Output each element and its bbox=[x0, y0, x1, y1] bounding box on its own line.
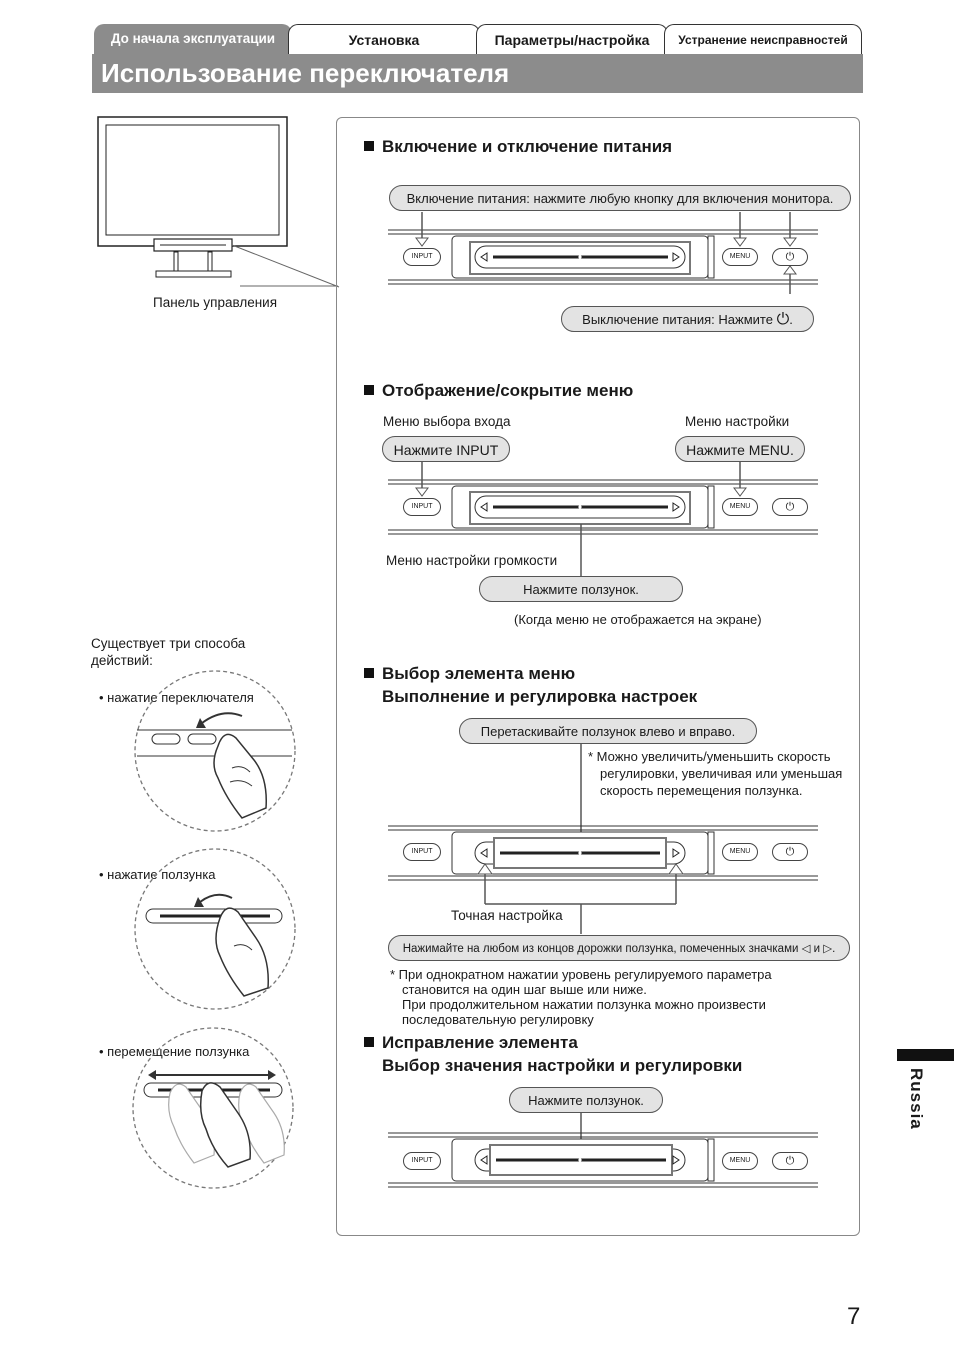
tab-installation[interactable]: Установка bbox=[288, 24, 480, 55]
input-button[interactable]: INPUT bbox=[403, 843, 441, 861]
section-power-title: Включение и отключение питания bbox=[364, 136, 672, 158]
tab-troubleshooting[interactable]: Устранение неисправностей bbox=[664, 24, 862, 55]
menu-button[interactable]: MENU bbox=[722, 843, 758, 861]
language-tab-label: Russia bbox=[907, 1068, 926, 1130]
page-title: Использование переключателя bbox=[101, 58, 510, 88]
input-menu-label: Меню выбора входа bbox=[383, 414, 511, 429]
section-select-subtitle: Выполнение и регулировка настроек bbox=[382, 687, 698, 706]
power-icon: ⏻ bbox=[785, 1155, 795, 1167]
menu-button[interactable]: MENU bbox=[722, 248, 758, 266]
power-icon: ⏻ bbox=[785, 501, 795, 513]
control-strip-2 bbox=[388, 462, 818, 577]
press-menu-pill: Нажмите MENU. bbox=[675, 436, 805, 462]
power-button[interactable]: ⏻ bbox=[772, 1152, 808, 1170]
control-strip-1 bbox=[388, 212, 818, 294]
control-strip-3 bbox=[388, 744, 818, 934]
setup-menu-label: Меню настройки bbox=[685, 414, 790, 429]
power-button[interactable]: ⏻ bbox=[772, 248, 808, 266]
tab-before-use[interactable]: До начала эксплуатации bbox=[94, 24, 292, 54]
monitor-illustration bbox=[97, 116, 340, 288]
menu-button[interactable]: MENU bbox=[722, 498, 758, 516]
gesture-press-slider bbox=[134, 848, 296, 1010]
page-title-bar: Использование переключателя bbox=[92, 54, 863, 93]
bullet-square-icon bbox=[364, 141, 374, 151]
section-select-title: Выбор элемента меню bbox=[364, 663, 575, 685]
press-slider-pill: Нажмите ползунок. bbox=[479, 576, 683, 602]
control-panel-caption: Панель управления bbox=[153, 295, 278, 310]
power-on-pill: Включение питания: нажмите любую кнопку … bbox=[389, 185, 851, 211]
gesture-move-slider bbox=[132, 1027, 294, 1189]
instructions-frame bbox=[336, 117, 860, 1236]
input-button[interactable]: INPUT bbox=[403, 498, 441, 516]
bullet-square-icon bbox=[364, 1037, 374, 1047]
bullet-square-icon bbox=[364, 385, 374, 395]
power-icon: ⏻ bbox=[785, 251, 795, 263]
power-icon: ⏻ bbox=[785, 846, 795, 858]
power-icon: ⏻ bbox=[776, 311, 790, 328]
power-button[interactable]: ⏻ bbox=[772, 843, 808, 861]
power-button[interactable]: ⏻ bbox=[772, 498, 808, 516]
section-fix-subtitle: Выбор значения настройки и регулировки bbox=[382, 1056, 743, 1075]
drag-slider-pill: Перетаскивайте ползунок влево и вправо. bbox=[459, 718, 757, 744]
gesture-press-switch bbox=[134, 670, 296, 832]
tab-settings[interactable]: Параметры/настройка bbox=[476, 24, 668, 55]
connector-line bbox=[240, 285, 338, 287]
control-strip-4 bbox=[388, 1113, 818, 1188]
power-off-pill: Выключение питания: Нажмите ⏻. bbox=[561, 306, 814, 332]
slider-note: (Когда меню не отображается на экране) bbox=[514, 612, 762, 627]
fine-tuning-label: Точная настройка bbox=[451, 908, 563, 923]
input-button[interactable]: INPUT bbox=[403, 248, 441, 266]
page-number: 7 bbox=[847, 1303, 861, 1330]
menu-button[interactable]: MENU bbox=[722, 1152, 758, 1170]
speed-note: * Можно увеличить/уменьшить скорость рег… bbox=[588, 749, 843, 798]
input-button[interactable]: INPUT bbox=[403, 1152, 441, 1170]
section-fix-title: Исправление элемента bbox=[364, 1032, 578, 1054]
press-slider-pill-2: Нажмите ползунок. bbox=[509, 1087, 663, 1113]
way-move-slider: • перемещение ползунка bbox=[99, 1044, 250, 1059]
three-ways-intro: Существует три способа действий: bbox=[91, 636, 246, 668]
bullet-square-icon bbox=[364, 668, 374, 678]
single-press-note: * При однократном нажатии уровень регули… bbox=[390, 967, 772, 997]
section-menu-title: Отображение/сокрытие меню bbox=[364, 380, 633, 402]
way-press-switch: • нажатие переключателя bbox=[99, 690, 254, 705]
language-tab-bar bbox=[897, 1049, 954, 1061]
volume-menu-label: Меню настройки громкости bbox=[386, 553, 558, 568]
continuous-press-note: При продолжительном нажатии ползунка мож… bbox=[402, 997, 766, 1027]
press-input-pill: Нажмите INPUT bbox=[382, 436, 510, 462]
fine-tuning-pill: Нажимайте на любом из концов дорожки пол… bbox=[388, 935, 850, 961]
